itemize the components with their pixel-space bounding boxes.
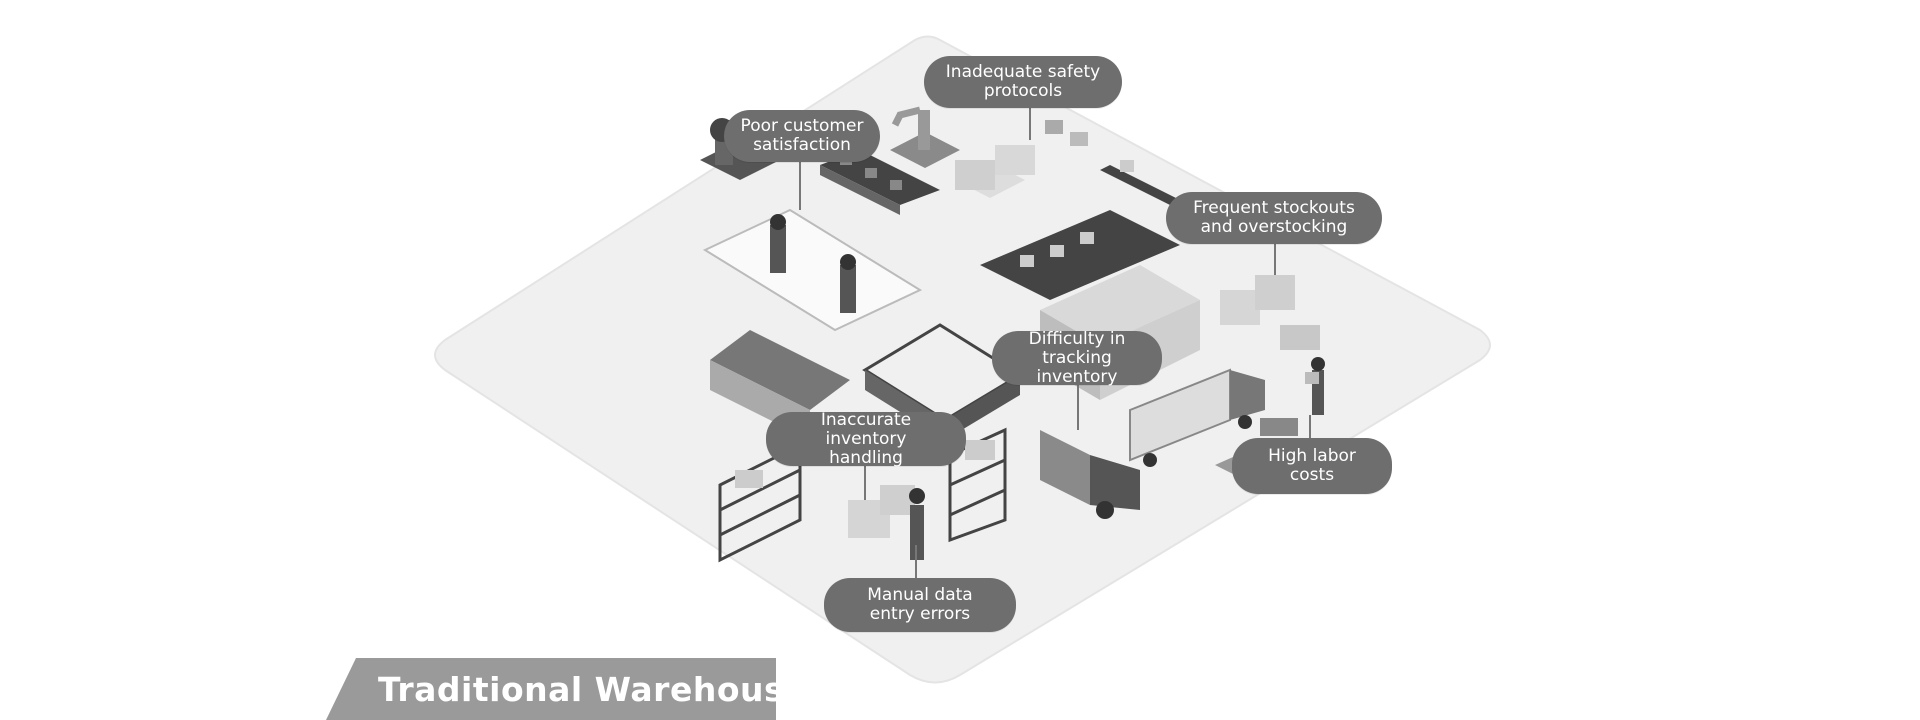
shelving-icon [948, 427, 1007, 543]
callout-label: Difficulty in tracking inventory [1028, 328, 1126, 387]
callout-inadequate-safety-protocols: Inadequate safety protocols [924, 56, 1122, 108]
callout-frequent-stockouts: Frequent stockouts and overstocking [1166, 192, 1382, 244]
box-icon [1045, 120, 1088, 146]
robot-arm-icon [890, 106, 960, 168]
callout-poor-customer-satisfaction: Poor customer satisfaction [724, 110, 880, 162]
callout-high-labor-costs: High labor costs [1232, 438, 1392, 494]
trailer-truck-icon [1129, 368, 1265, 467]
title-banner: Traditional Warehouse [326, 658, 807, 720]
pallet-boxes-icon [848, 485, 915, 538]
callout-label: Poor customer satisfaction [740, 116, 864, 155]
callout-label: Frequent stockouts and overstocking [1193, 198, 1355, 237]
callout-label: Manual data entry errors [867, 585, 973, 624]
office-desk-icon [702, 208, 923, 332]
pallet-boxes-icon [955, 145, 1035, 198]
callout-label: Inaccurate inventory handling [820, 409, 912, 468]
page-title: Traditional Warehouse [378, 670, 808, 709]
callout-difficulty-tracking-inventory: Difficulty in tracking inventory [992, 328, 1162, 387]
pallet-boxes-icon [1220, 275, 1320, 350]
banner-shape [326, 658, 776, 720]
callout-label: High labor costs [1268, 446, 1356, 485]
worker-icon [909, 488, 925, 560]
callout-manual-data-entry-errors: Manual data entry errors [824, 578, 1016, 632]
callout-label: Inadequate safety protocols [945, 62, 1101, 101]
truck-icon [1040, 430, 1140, 519]
worker-icon [1305, 357, 1325, 415]
conveyor-belt-icon [980, 160, 1180, 300]
callout-inaccurate-inventory-handling: Inaccurate inventory handling [766, 409, 966, 468]
